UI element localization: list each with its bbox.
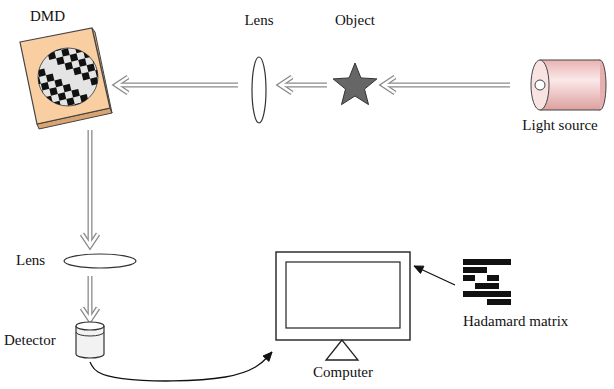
- beam-head-core: [383, 77, 395, 93]
- signal-arrow: [90, 352, 272, 381]
- beam-outline: [116, 83, 238, 88]
- hadamard-matrix: Hadamard matrix: [455, 255, 605, 335]
- component-label: Light source: [522, 117, 597, 134]
- beam-core: [89, 130, 91, 246]
- wire-arrowhead: [263, 352, 272, 361]
- wire-line: [414, 266, 455, 285]
- beam-outline: [383, 83, 510, 88]
- lens: Lens: [238, 8, 280, 130]
- light-beam-arrow: [383, 77, 510, 93]
- component-label: Detector: [4, 332, 56, 349]
- beam-core: [89, 276, 91, 320]
- wire-arrowhead: [414, 266, 424, 273]
- lens: Lens: [14, 246, 144, 276]
- light-source: Light source: [510, 52, 610, 138]
- light-beam-arrow: [82, 276, 98, 320]
- beam-core: [280, 84, 327, 86]
- component-label: Object: [335, 12, 375, 29]
- component-label: Lens: [244, 12, 273, 29]
- object-star: Object: [327, 8, 383, 118]
- computer: Computer: [272, 248, 414, 386]
- beam-core: [383, 84, 510, 86]
- light-beam-arrow: [116, 77, 238, 93]
- component-label: Hadamard matrix: [463, 313, 568, 330]
- signal-arrow: [414, 266, 455, 285]
- wire-line: [90, 352, 272, 381]
- beam-core: [116, 84, 238, 86]
- light-beam-arrow: [280, 77, 327, 93]
- beam-outline: [88, 130, 93, 246]
- beam-head-core: [116, 77, 128, 93]
- dmd-mirror-outline: [12, 8, 116, 130]
- beam-head-core: [280, 77, 292, 93]
- component-label: DMD: [30, 8, 65, 25]
- component-label: Lens: [16, 252, 45, 269]
- light-beam-arrow: [82, 130, 98, 246]
- detector: Detector: [4, 320, 110, 362]
- beam-head-core: [82, 308, 98, 320]
- component-label: Computer: [313, 364, 373, 381]
- dmd-mirror: DMD: [12, 8, 116, 130]
- beam-head-core: [82, 234, 98, 246]
